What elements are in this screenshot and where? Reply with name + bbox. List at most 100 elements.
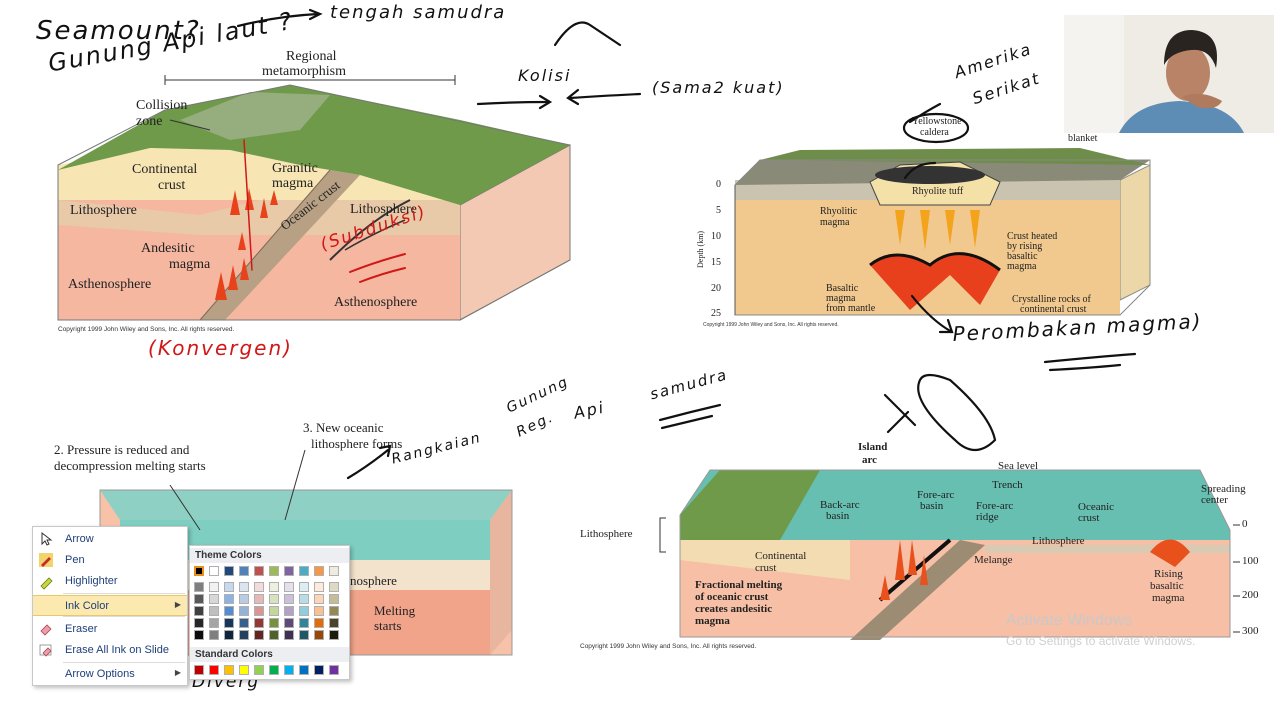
depth-tick-300-br: 300 (1242, 625, 1259, 637)
submenu-arrow-icon: ▶ (174, 668, 181, 677)
menu-item-arrow-options[interactable]: Arrow Options ▶ (33, 664, 187, 685)
color-swatch[interactable] (209, 582, 219, 592)
label-asthenosphere-right: Asthenosphere (334, 295, 418, 310)
depth-tick-100-br: 100 (1242, 555, 1259, 567)
ink-tengah: tengah samudra (330, 2, 507, 23)
color-swatch[interactable] (239, 665, 249, 675)
color-swatch[interactable] (284, 618, 294, 628)
color-swatch[interactable] (284, 582, 294, 592)
color-swatch[interactable] (329, 665, 339, 675)
label-lithosphere-outer: Lithosphere (580, 528, 633, 540)
color-swatch[interactable] (224, 582, 234, 592)
color-swatch[interactable] (314, 582, 324, 592)
label-cont-crust: crust (755, 562, 777, 574)
color-swatch[interactable] (329, 618, 339, 628)
color-swatch[interactable] (314, 606, 324, 616)
color-swatch[interactable] (239, 566, 249, 576)
highlighter-icon (40, 577, 53, 590)
color-swatch[interactable] (314, 594, 324, 604)
color-swatch[interactable] (269, 566, 279, 576)
color-swatch[interactable] (269, 630, 279, 640)
color-swatch[interactable] (269, 606, 279, 616)
color-swatch[interactable] (254, 582, 264, 592)
label-rising-basaltic: basaltic (1150, 580, 1184, 592)
color-swatch[interactable] (194, 630, 204, 640)
color-swatch[interactable] (269, 618, 279, 628)
color-swatch[interactable] (224, 630, 234, 640)
color-swatch[interactable] (254, 606, 264, 616)
color-swatch[interactable] (209, 618, 219, 628)
label-crust: crust (158, 178, 186, 193)
color-swatch[interactable] (209, 630, 219, 640)
label-crust-heated: Crust heated (1007, 231, 1058, 242)
depth-tick-15: 15 (711, 257, 721, 268)
pen-icon (39, 553, 53, 567)
color-swatch[interactable] (299, 566, 309, 576)
label-continental: Continental (132, 162, 198, 177)
color-swatch[interactable] (314, 566, 324, 576)
color-swatch[interactable] (299, 606, 309, 616)
color-swatch[interactable] (194, 582, 204, 592)
color-swatch[interactable] (329, 566, 339, 576)
color-swatch[interactable] (254, 665, 264, 675)
color-swatch[interactable] (329, 594, 339, 604)
color-swatch[interactable] (299, 618, 309, 628)
color-swatch[interactable] (299, 582, 309, 592)
color-swatch[interactable] (284, 594, 294, 604)
color-swatch[interactable] (314, 665, 324, 675)
color-swatch[interactable] (329, 582, 339, 592)
color-swatch[interactable] (239, 594, 249, 604)
label-metamorphism: metamorphism (262, 64, 346, 79)
color-swatch[interactable] (284, 606, 294, 616)
menu-item-highlighter[interactable]: Highlighter (33, 571, 187, 592)
color-swatch[interactable] (254, 618, 264, 628)
color-swatch[interactable] (299, 665, 309, 675)
color-swatch[interactable] (269, 665, 279, 675)
menu-item-ink-color[interactable]: Ink Color ▶ (33, 595, 187, 616)
color-swatch[interactable] (299, 630, 309, 640)
color-swatch[interactable] (269, 582, 279, 592)
color-swatch[interactable] (239, 618, 249, 628)
color-swatch[interactable] (224, 594, 234, 604)
color-swatch[interactable] (254, 566, 264, 576)
color-swatch[interactable] (224, 606, 234, 616)
color-swatch[interactable] (314, 618, 324, 628)
color-swatch[interactable] (284, 566, 294, 576)
ink-konvergen: (Konvergen) (148, 336, 293, 360)
color-swatch[interactable] (254, 630, 264, 640)
label-center: center (1201, 494, 1228, 506)
color-swatch[interactable] (314, 630, 324, 640)
menu-item-pen[interactable]: Pen (33, 550, 187, 571)
color-swatch[interactable] (254, 594, 264, 604)
color-swatch[interactable] (239, 630, 249, 640)
color-swatch[interactable] (209, 566, 219, 576)
color-swatch[interactable] (329, 630, 339, 640)
menu-item-label: Highlighter (65, 575, 118, 587)
color-swatch[interactable] (209, 594, 219, 604)
menu-item-eraser[interactable]: Eraser (33, 619, 187, 640)
color-swatch[interactable] (224, 665, 234, 675)
color-swatch[interactable] (239, 606, 249, 616)
color-swatch[interactable] (224, 618, 234, 628)
color-swatch[interactable] (284, 665, 294, 675)
label-arc: arc (862, 454, 878, 466)
label-sea-level: Sea level (998, 460, 1039, 472)
color-swatch[interactable] (329, 606, 339, 616)
color-swatch[interactable] (194, 594, 204, 604)
color-swatch[interactable] (209, 606, 219, 616)
color-swatch[interactable] (194, 618, 204, 628)
menu-item-arrow[interactable]: Arrow (33, 529, 187, 550)
color-swatch[interactable] (224, 566, 234, 576)
color-swatch[interactable] (299, 594, 309, 604)
menu-item-erase-all[interactable]: Erase All Ink on Slide (33, 640, 187, 661)
color-swatch[interactable] (239, 582, 249, 592)
color-swatch[interactable] (209, 665, 219, 675)
color-swatch[interactable] (269, 594, 279, 604)
copyright-top-left: Copyright 1999 John Wiley and Sons, Inc.… (58, 326, 235, 333)
label-fractional-1: Fractional melting (695, 579, 783, 591)
color-swatch[interactable] (194, 606, 204, 616)
label-caldera: caldera (920, 127, 949, 138)
color-swatch[interactable] (284, 630, 294, 640)
color-swatch[interactable] (194, 566, 204, 576)
color-swatch[interactable] (194, 665, 204, 675)
